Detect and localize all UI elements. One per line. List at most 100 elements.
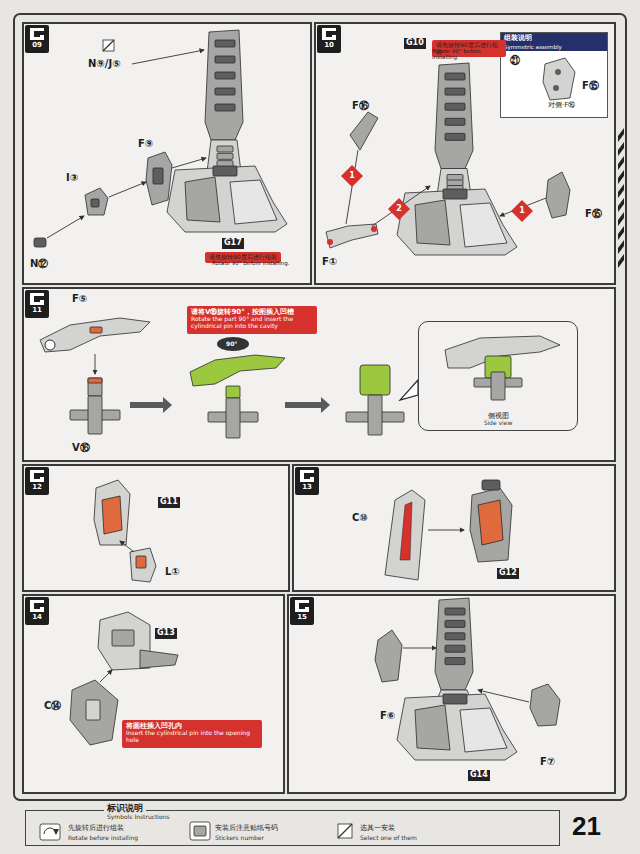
art-shape bbox=[109, 182, 146, 197]
step-number: 12 bbox=[25, 484, 49, 491]
order-diamond: 2 bbox=[388, 198, 410, 220]
art-shape bbox=[103, 40, 114, 51]
art-shape bbox=[478, 690, 529, 702]
art-shape bbox=[500, 198, 546, 216]
page-number: 21 bbox=[572, 812, 601, 841]
art-shape bbox=[213, 166, 237, 176]
step-panel: 12 bbox=[22, 464, 290, 592]
art-shape bbox=[215, 40, 235, 47]
art-shape bbox=[45, 340, 55, 350]
art-shape bbox=[338, 824, 352, 838]
step-number: 09 bbox=[25, 42, 49, 49]
note-text: Rotate 90° before installing. bbox=[432, 48, 496, 60]
art-shape bbox=[70, 680, 118, 745]
order-number: 1 bbox=[519, 207, 525, 215]
art-shape bbox=[400, 380, 418, 400]
art-shape bbox=[445, 88, 465, 95]
art-shape bbox=[295, 467, 319, 495]
art-shape bbox=[226, 386, 240, 398]
part-label: N⑫ bbox=[30, 258, 48, 269]
part-label: 对侧·F⑯ bbox=[548, 102, 575, 110]
legend-title: 标识说明 bbox=[104, 803, 146, 813]
part-label: F⑮ bbox=[585, 208, 602, 219]
art-shape bbox=[85, 188, 108, 215]
subassembly-badge: G11 bbox=[158, 497, 180, 508]
art-shape bbox=[618, 198, 624, 212]
art-shape bbox=[22, 594, 285, 794]
art-shape bbox=[130, 397, 172, 413]
art-shape bbox=[40, 824, 60, 840]
view-caption: 侧视图 bbox=[488, 412, 509, 420]
art-shape bbox=[100, 670, 112, 682]
part-label: L① bbox=[165, 566, 180, 577]
art-shape bbox=[190, 822, 210, 840]
art-shape bbox=[44, 828, 56, 834]
art-shape bbox=[428, 530, 464, 531]
art-shape bbox=[30, 600, 44, 612]
art-shape bbox=[445, 658, 465, 665]
art-shape bbox=[88, 378, 102, 396]
angle-label: 90° bbox=[226, 341, 237, 348]
art-shape bbox=[415, 200, 450, 245]
art-shape bbox=[295, 600, 309, 612]
art-shape bbox=[460, 708, 507, 752]
warning-text: 请将V⑯旋转90°，按图插入凹槽 bbox=[191, 308, 313, 316]
step-panel: 09 bbox=[22, 22, 312, 285]
step-number: 10 bbox=[317, 42, 341, 49]
warning-text: Rotate the part 90° and insert the cylin… bbox=[191, 316, 313, 330]
art-shape bbox=[445, 645, 465, 652]
art-shape bbox=[618, 156, 624, 170]
art-shape bbox=[435, 63, 473, 169]
part-label: C⑭ bbox=[44, 700, 61, 711]
art-shape bbox=[86, 700, 100, 720]
step-number: 14 bbox=[25, 614, 49, 621]
note-text: Rotate 90° before installing. bbox=[212, 260, 289, 266]
art-shape bbox=[371, 226, 377, 232]
art-shape bbox=[130, 548, 156, 582]
art-shape bbox=[14, 14, 626, 800]
art-shape bbox=[140, 650, 178, 668]
art-shape bbox=[618, 184, 624, 198]
art-shape bbox=[25, 290, 49, 318]
art-shape bbox=[317, 25, 341, 53]
symbol-text: 先旋转后进行组装 bbox=[68, 825, 124, 833]
art-shape bbox=[34, 238, 46, 247]
art-shape bbox=[287, 594, 616, 794]
art-shape bbox=[217, 337, 249, 351]
step-panel: 15 bbox=[287, 594, 616, 794]
art-shape bbox=[30, 470, 44, 482]
part-label: F⑮ bbox=[582, 80, 599, 91]
legend-subtitle: Symbols Instructions bbox=[107, 814, 562, 821]
art-shape bbox=[491, 372, 505, 400]
diamond-outline bbox=[341, 165, 363, 187]
art-shape bbox=[445, 133, 465, 140]
art-shape bbox=[397, 694, 517, 760]
art-shape bbox=[478, 500, 503, 545]
art-shape bbox=[326, 224, 378, 248]
art-shape bbox=[372, 186, 430, 226]
art-shape bbox=[172, 158, 206, 168]
art-shape bbox=[91, 199, 99, 207]
art-shape bbox=[618, 212, 624, 226]
order-number: 2 bbox=[396, 205, 402, 213]
art-shape bbox=[102, 496, 122, 534]
art-shape bbox=[190, 355, 285, 386]
order-diamond: 1 bbox=[341, 165, 363, 187]
note-text: Symmetric assembly bbox=[501, 43, 607, 51]
part-label: ㉑ bbox=[510, 55, 520, 66]
symbol-text: Select one of them bbox=[360, 835, 417, 842]
art-shape bbox=[338, 824, 352, 838]
art-shape bbox=[435, 598, 473, 690]
art-shape bbox=[443, 694, 467, 704]
step-panel: 13 bbox=[292, 464, 616, 592]
step-number: 15 bbox=[290, 614, 314, 621]
art-shape bbox=[415, 705, 450, 750]
art-shape bbox=[217, 153, 233, 159]
order-diamond: 1 bbox=[511, 200, 533, 222]
art-shape bbox=[470, 488, 512, 562]
art-shape bbox=[120, 541, 134, 552]
art-shape bbox=[618, 240, 624, 254]
art-shape bbox=[22, 22, 312, 285]
diamond-outline bbox=[511, 200, 533, 222]
